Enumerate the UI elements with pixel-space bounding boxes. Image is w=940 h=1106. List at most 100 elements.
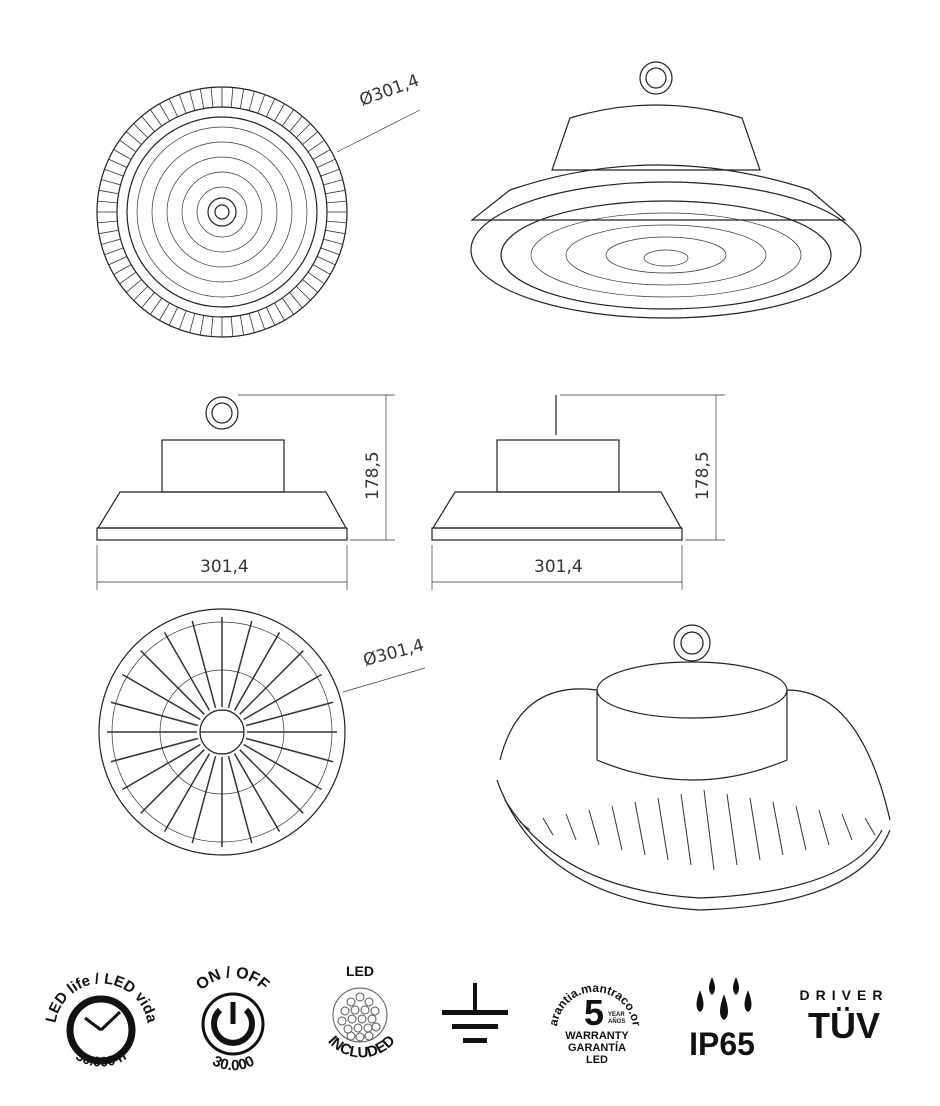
drawing-line [611,805,623,851]
drawing-line [316,256,336,266]
drawing-line [325,189,346,195]
warranty-line2: GARANTÍA [568,1041,626,1054]
drawing-line [243,743,322,791]
drawing-line [795,805,807,851]
drawing-line [149,297,163,315]
drawing-line [316,158,336,168]
led-dot-icon [346,1031,356,1041]
drawing-line [320,168,340,177]
drawing-line [230,316,234,337]
drawing-line [125,131,142,145]
side-view-left: 301,4 178,5 [96,394,395,590]
drawing-line [239,88,245,109]
led-dot-icon [371,1022,381,1032]
drawing-line [199,88,205,109]
drawing-line [108,256,128,266]
drawing-line [97,200,118,204]
side-right-width-label: 301,4 [534,557,583,577]
drawing-line [239,650,304,715]
drawing-line [295,285,311,301]
drawing-line [141,292,155,309]
drawing-line [519,821,531,831]
led-dot-icon [347,1014,357,1024]
drawing-line [97,220,118,224]
drawing-line [159,302,170,321]
led-dot-icon [370,1006,380,1016]
icon-led-included: LED INCLUDED [325,963,399,1062]
drawing-line [588,809,600,846]
drawing-line [119,139,137,153]
led-dot-icon [337,1016,347,1026]
driver-text: DRIVER [800,987,889,1003]
drawing-line [110,737,199,763]
drawing-line [141,115,155,132]
led-text: LED [346,963,374,979]
drawing-line [312,149,331,160]
drawing-line [98,189,119,195]
warranty-line1: WARRANTY [565,1030,629,1042]
icon-led-life: LED life / LED vida 50.000 h [43,970,161,1069]
drawing-line [239,315,245,336]
back-view: Ø301,4 [98,608,426,856]
drawing-line [233,753,281,832]
ground-icon [442,983,508,1043]
led-dot-icon [363,1023,373,1033]
drawing-line [113,149,132,160]
drawing-line [565,813,577,841]
drawing-line [274,103,285,122]
drawing-line [772,801,784,856]
led-dot-icon [360,1005,370,1015]
drawing-line [257,310,266,330]
drawing-line [133,285,149,301]
drawing-line [266,98,276,118]
drawing-line [159,103,170,122]
drawing-line [125,279,142,293]
svg-text:50.000 h: 50.000 h [73,1047,128,1069]
warranty-year-label: YEAR [608,1012,625,1018]
drawing-line [243,673,322,721]
drawing-line [281,297,295,315]
led-dot-icon [350,1005,360,1015]
drawing-line [307,139,325,153]
side-view-right: 301,4 178,5 [431,394,725,590]
led-dot-icon [346,997,356,1007]
drawing-line [108,158,128,168]
drawing-line [239,749,304,814]
drawing-line [302,131,319,145]
ip-rating: IP65 [689,1026,755,1062]
led-dot-icon [364,1031,374,1041]
svg-text:INCLUDED: INCLUDED [325,1032,399,1062]
drawing-line [189,91,196,111]
drawing-line [233,632,281,711]
drawing-line [323,238,343,245]
svg-text:30.000: 30.000 [210,1053,257,1075]
drawing-line [302,279,319,293]
drawing-line [289,115,303,132]
drawing-line [140,650,205,715]
drawing-line [104,168,124,177]
drawing-line [119,271,137,285]
drawing-line [178,94,187,114]
water-drops-icon [696,977,752,1020]
icon-driver-tuv: DRIVER TÜV [800,987,889,1046]
drawing-line [323,179,343,186]
warranty-anos-label: AÑOS [608,1018,625,1025]
drawing-line [841,813,853,841]
warranty-line3: LED [586,1054,608,1066]
drawing-line [312,264,331,275]
included-text: INCLUDED [325,1032,399,1062]
drawing-line [101,238,121,245]
drawing-line [230,87,234,108]
drawing-line [191,620,217,709]
drawing-line [726,793,738,866]
drawing-line [178,310,187,330]
drawing-line [634,801,646,856]
warranty-years: 5 [584,992,604,1033]
led-dot-icon [340,1006,350,1016]
drawing-line [248,313,255,333]
drawing-line [210,87,214,108]
drawing-line [320,247,340,256]
drawing-line [210,316,214,337]
drawing-line [227,620,253,709]
